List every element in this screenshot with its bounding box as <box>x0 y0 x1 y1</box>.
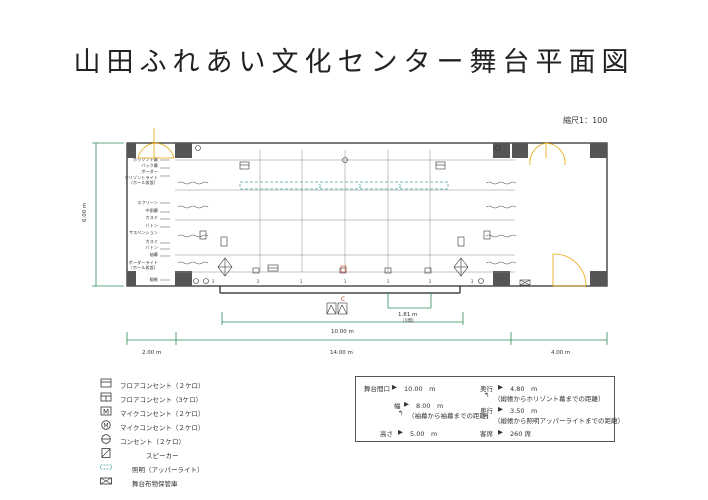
spec-audience-value: 260 席 <box>510 430 531 438</box>
return-arrow-icon: ↰ <box>398 409 404 417</box>
round-outlets <box>193 145 501 284</box>
door-right <box>552 253 587 287</box>
spec-width-note: （袖幕から袖幕までの距離） <box>408 412 493 420</box>
legend-label: 照明（アッパーライト） <box>132 466 204 474</box>
speakers <box>217 236 469 277</box>
label-horizon-curtain: ホリゾント幕 <box>133 156 159 163</box>
label-hall-temp-1: （ホール仮設） <box>129 179 158 186</box>
legend-label: フロアコンセント（3ケロ） <box>120 396 203 404</box>
stage-grid <box>175 150 515 273</box>
label-kasumi-2: カスミ <box>145 239 158 245</box>
spec-depth1-label: 奥行 <box>480 385 493 393</box>
label-border-light: ボーダーライト <box>129 259 158 266</box>
legend-label: マイクコンセント（２ケロ） <box>120 410 205 418</box>
mic-outlet-round-icon: M <box>101 420 111 430</box>
outlet-3-icon <box>100 392 112 402</box>
props-storage-icon <box>100 477 112 485</box>
pos-3-left: 3 <box>212 279 215 285</box>
dim-stage-opening: 10.00 m <box>331 329 354 335</box>
return-arrow-icon: ↰ <box>484 413 490 421</box>
light-marker-3: 1 <box>398 184 401 190</box>
page-title: 山田ふれあい文化センター舞台平面図 <box>73 47 635 78</box>
svg-text:M: M <box>103 423 108 430</box>
speaker-icon <box>101 448 111 458</box>
legend-label: スピーカー <box>146 452 179 460</box>
center-mark: C <box>341 296 345 303</box>
dim-bottom-right: 4.00 m <box>551 350 570 356</box>
label-ticks <box>160 159 170 281</box>
door-top-right <box>529 142 566 166</box>
label-suspension: サスペンション <box>129 230 158 236</box>
lighting-dashed-icon <box>100 464 112 470</box>
legend-label: フロアコンセント（２ケロ） <box>120 382 205 390</box>
scale-label: 縮尺1：100 <box>563 116 608 125</box>
wall-pillars <box>127 143 607 286</box>
pos-2-right: 2 <box>429 279 432 285</box>
dim-apron-note: （1間） <box>400 318 416 324</box>
spec-height-value: 5.00 m <box>410 430 438 438</box>
arrow-icon: ▶ <box>498 405 503 413</box>
legend-label: 舞台布物保管庫 <box>132 480 178 488</box>
arrow-icon: ▶ <box>404 400 409 408</box>
arrow-icon: ▶ <box>398 428 403 436</box>
return-arrow-icon: ↰ <box>484 391 490 399</box>
spec-opening-value: 10.00 m <box>404 385 436 393</box>
label-wing-curtain: 袖幕 <box>150 251 159 258</box>
outlet-round-icon <box>101 434 111 444</box>
floor-outlets <box>199 161 491 274</box>
label-main-curtain: 緞帳 <box>150 276 159 283</box>
legend-label: マイクコンセント（２ケロ） <box>120 424 205 432</box>
label-baton-2: バトン <box>145 245 158 250</box>
dimension-lines <box>92 142 608 345</box>
mic-outlet-square-icon: M <box>100 406 112 416</box>
pos-1-left: 1 <box>300 279 303 285</box>
spec-opening-label: 舞台間口 <box>364 385 390 393</box>
props-storage <box>519 279 531 286</box>
dim-bottom-center: 14.00 m <box>330 350 353 356</box>
outlet-2-icon <box>100 378 112 388</box>
pos-1-right: 1 <box>387 279 390 285</box>
label-kasumi-1: カスミ <box>145 215 158 221</box>
arrow-icon: ▶ <box>392 383 397 391</box>
dim-bottom-left: 2.00 m <box>142 350 161 356</box>
label-hall-temp-2: （ホール仮設） <box>129 264 158 271</box>
spec-height-label: 高さ <box>380 430 393 438</box>
door-top-left <box>137 128 175 159</box>
spec-depth2-note: （緞帳から照明アッパーライトまでの距離） <box>494 417 624 425</box>
pos-center: 1 <box>344 279 347 285</box>
mic-outlets-front <box>326 302 348 315</box>
spec-depth1-value: 4.80 m <box>510 385 538 393</box>
label-middle-curtain: 中割幕 <box>145 207 158 214</box>
left-labels: ホリゾント幕 バック幕 ボーダー ホリゾントライト （ホール仮設） スクリーン … <box>124 156 158 283</box>
curtains <box>177 181 517 265</box>
stage-specs-box: 舞台間口 ▶ 10.00 m 幅 ▶ 8.00 m ↰ （袖幕から袖幕までの距離… <box>355 376 624 442</box>
pos-2-left: 2 <box>257 279 260 285</box>
arrow-icon: ▶ <box>498 428 503 436</box>
spec-depth1-note: （緞帳からホリゾント幕までの距離） <box>494 395 605 403</box>
dim-height-left: 6.00 m <box>82 203 88 222</box>
light-marker-2: 1 <box>358 184 361 190</box>
spec-width-label: 幅 <box>394 402 401 410</box>
label-horizon-light: ホリゾントライト <box>124 175 158 181</box>
legend-label: コンセント（２ケロ） <box>120 438 185 446</box>
building-walls <box>126 142 608 294</box>
light-marker-1: 1 <box>318 184 321 190</box>
label-back-curtain: バック幕 <box>141 162 159 169</box>
svg-text:M: M <box>103 408 109 416</box>
pos-3-right: 3 <box>471 279 474 285</box>
spec-width-value: 8.00 m <box>416 402 444 410</box>
arrow-icon: ▶ <box>498 383 503 391</box>
upper-light-bar <box>239 181 449 190</box>
center-outlet <box>340 265 347 273</box>
spec-audience-label: 客席 <box>480 430 493 438</box>
dim-apron: 1.81 m <box>398 312 417 318</box>
spec-depth2-value: 3.50 m <box>510 407 538 415</box>
spec-depth2-label: 奥行 <box>480 407 493 415</box>
label-baton-1: バトン <box>145 223 158 228</box>
label-screen: スクリーン <box>137 200 158 206</box>
label-border: ボーダー <box>141 168 158 175</box>
